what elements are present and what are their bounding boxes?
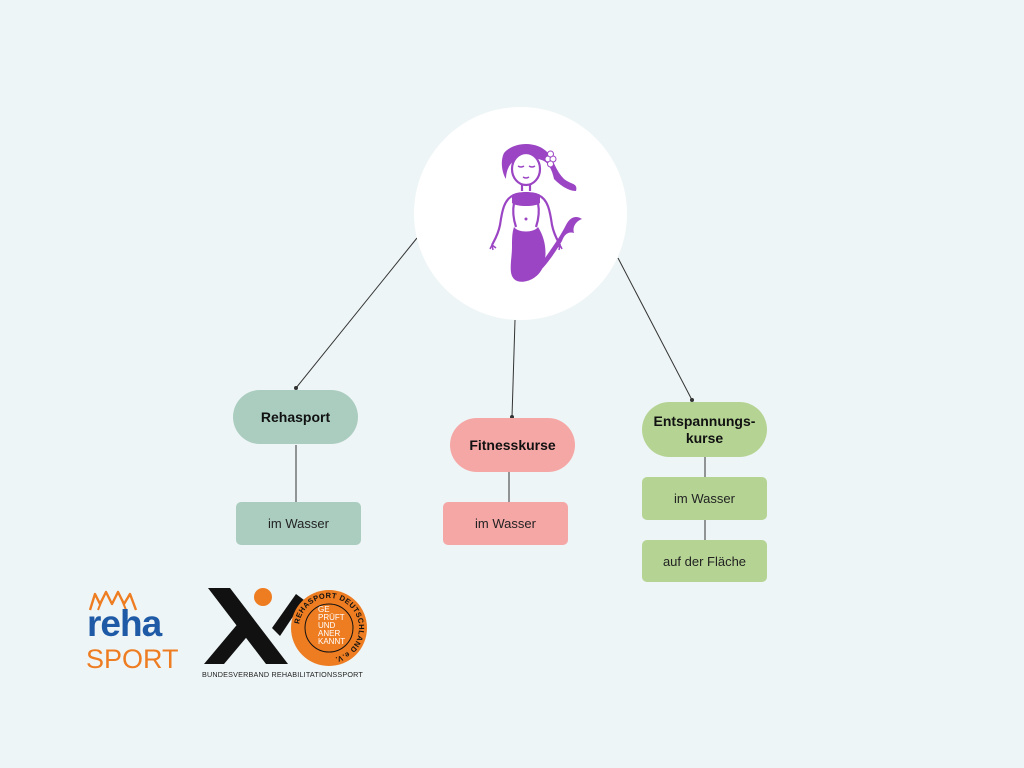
connector-dot-entspannung <box>690 398 694 402</box>
reha-word: reha <box>87 603 162 644</box>
node-entspannungskurse-label-line1: Entspannungs- <box>653 412 756 429</box>
seal-line-2: PRÜFT <box>318 613 345 622</box>
node-entspannungskurse-item-wasser: im Wasser <box>642 477 767 520</box>
seal-line-5: KANNT <box>318 637 345 646</box>
node-rehasport: Rehasport <box>233 390 358 444</box>
bvr-x-icon <box>204 588 304 664</box>
node-entspannungskurse: Entspannungs- kurse <box>642 402 767 457</box>
crown-icon <box>88 590 138 611</box>
node-entspannungskurse-label-line2: kurse <box>685 429 724 446</box>
node-fitnesskurse-item-wasser: im Wasser <box>443 502 568 545</box>
node-entspannungskurse-item1-label: im Wasser <box>674 491 735 506</box>
connector-rehasport <box>295 237 418 389</box>
seal-line-1: GE <box>318 605 330 614</box>
node-fitnesskurse: Fitnesskurse <box>450 418 575 472</box>
node-rehasport-item-label: im Wasser <box>268 516 329 531</box>
node-fitnesskurse-item-label: im Wasser <box>475 516 536 531</box>
connector-dot-rehasport <box>294 386 298 390</box>
node-entspannungskurse-item2-label: auf der Fläche <box>662 553 747 569</box>
seal-line-4: ANER <box>318 629 340 638</box>
node-rehasport-item-wasser: im Wasser <box>236 502 361 545</box>
flower-icon <box>544 150 556 167</box>
seal-line-3: UND <box>318 621 336 630</box>
center-node <box>414 107 627 320</box>
node-entspannungskurse-item-flaeche: auf der Fläche <box>642 540 767 582</box>
connector-fitness <box>511 319 516 418</box>
sport-word: SPORT <box>86 644 179 674</box>
node-rehasport-label: Rehasport <box>260 408 331 425</box>
node-fitnesskurse-label: Fitnesskurse <box>469 436 556 453</box>
seal-icon: REHASPORT DEUTSCHLAND e.V. GE PRÜFT UND … <box>291 590 367 666</box>
bvr-caption: BUNDESVERBAND REHABILITATIONSSPORT <box>202 670 363 679</box>
connector-entspannung <box>617 257 693 401</box>
bvr-logo: REHASPORT DEUTSCHLAND e.V. GE PRÜFT UND … <box>200 584 375 684</box>
reha-sport-logo: reha SPORT <box>86 590 186 680</box>
mermaid-icon <box>488 143 582 282</box>
